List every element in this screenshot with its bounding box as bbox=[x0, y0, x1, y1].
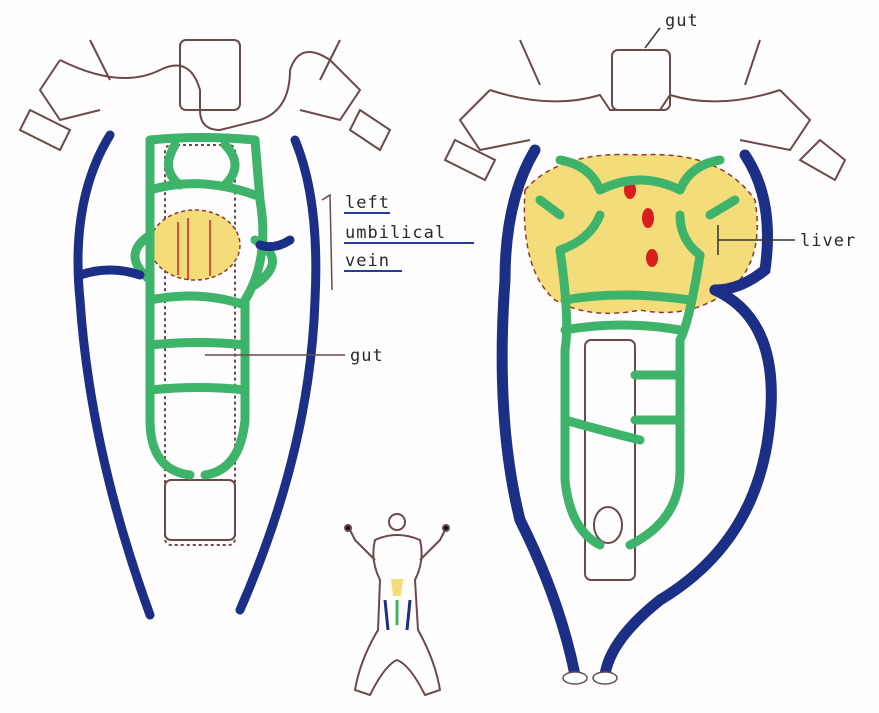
gut-top-pointer bbox=[645, 28, 660, 48]
small-embryo bbox=[345, 514, 449, 695]
left-figure bbox=[20, 40, 390, 615]
right-figure bbox=[445, 28, 845, 684]
label-liver: liver bbox=[800, 231, 856, 251]
left-liver-bud bbox=[150, 210, 240, 280]
right-gut-top-tube bbox=[612, 50, 670, 110]
label-left-umbilical-vein: left umbilical vein bbox=[344, 193, 474, 271]
label-gut-middle: gut bbox=[350, 346, 384, 366]
left-umbilical-bracket bbox=[322, 195, 332, 290]
label-left-line: left bbox=[345, 193, 390, 213]
left-gut-top-tube bbox=[180, 40, 240, 110]
label-vein-line: vein bbox=[345, 251, 390, 271]
label-gut-top: gut bbox=[665, 11, 699, 31]
left-umbilical-veins bbox=[78, 135, 316, 615]
left-vitelline-network bbox=[135, 138, 273, 476]
right-vein-ends bbox=[563, 672, 617, 684]
label-umbilical-line: umbilical bbox=[345, 223, 446, 243]
